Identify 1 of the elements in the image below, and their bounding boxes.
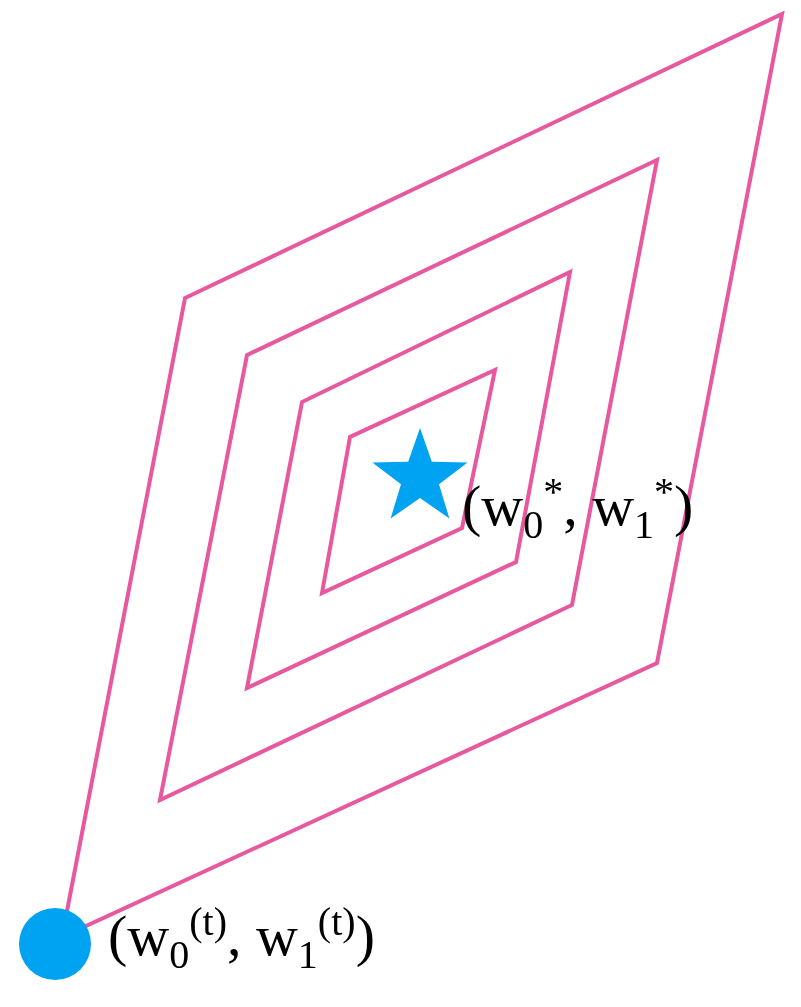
point-label: (w$_{0}$$^{(t)}$, w$_{1}$$^{(t)}$) bbox=[108, 900, 375, 977]
